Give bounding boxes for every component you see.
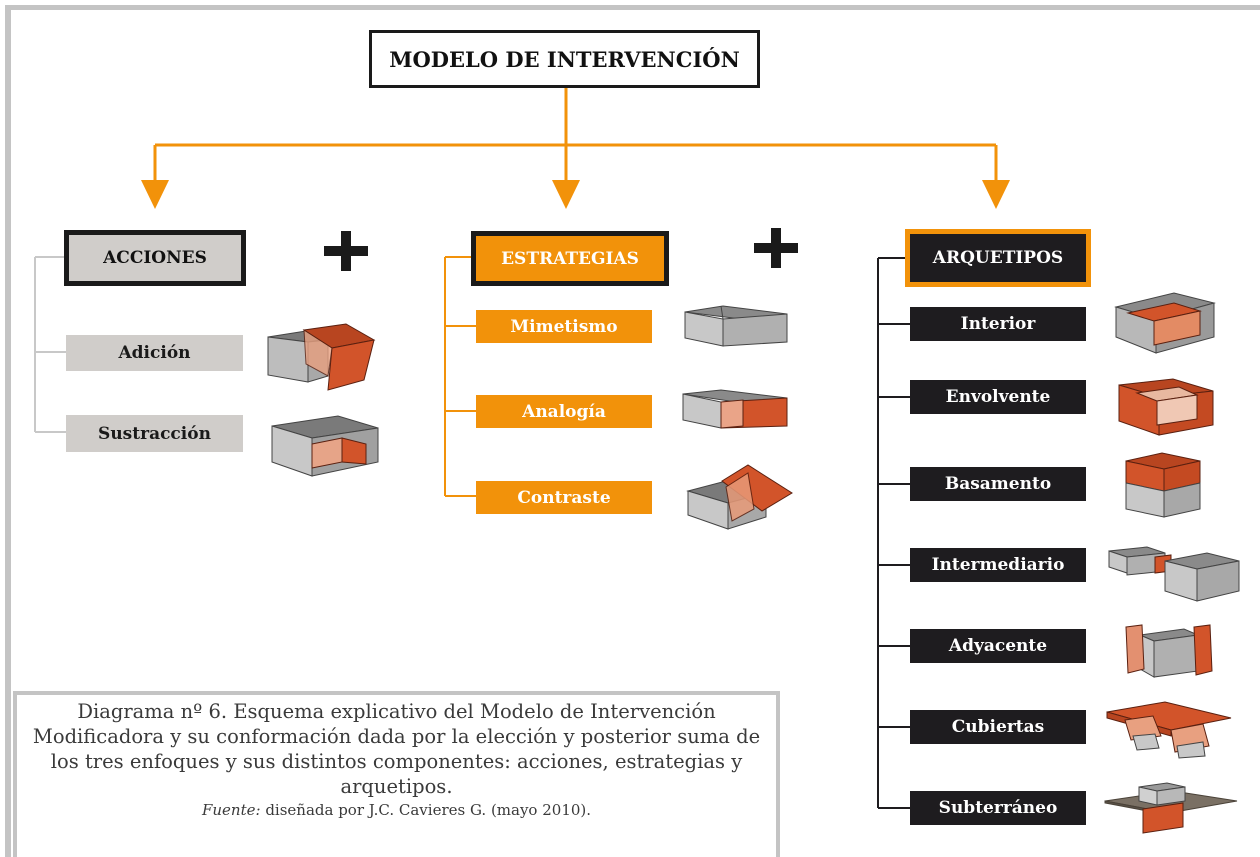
adyacente-model-illustration bbox=[1125, 624, 1213, 678]
plus-icon bbox=[324, 231, 368, 271]
item-adicion: Adición bbox=[66, 335, 243, 371]
plus-icon bbox=[754, 228, 798, 268]
interior-model-illustration bbox=[1114, 292, 1216, 354]
item-adyacente: Adyacente bbox=[910, 629, 1086, 663]
item-cubiertas: Cubiertas bbox=[910, 710, 1086, 744]
arrow-down-icon bbox=[141, 180, 169, 209]
item-intermediario: Intermediario bbox=[910, 548, 1086, 582]
caption-source-text: diseñada por J.C. Cavieres G. (mayo 2010… bbox=[260, 801, 592, 819]
sustraccion-model-illustration bbox=[271, 415, 379, 477]
diagram-caption: Diagrama nº 6. Esquema explicativo del M… bbox=[13, 691, 780, 857]
cubiertas-model-illustration bbox=[1106, 701, 1232, 759]
heading-estrategias: ESTRATEGIAS bbox=[471, 231, 669, 286]
item-subterraneo: Subterráneo bbox=[910, 791, 1086, 825]
subterraneo-model-illustration bbox=[1104, 782, 1238, 834]
model-title: MODELO DE INTERVENCIÓN bbox=[369, 30, 760, 88]
heading-acciones: ACCIONES bbox=[64, 230, 246, 286]
adicion-model-illustration bbox=[267, 323, 376, 391]
arrow-down-icon bbox=[552, 180, 580, 209]
caption-source: Fuente: diseñada por J.C. Cavieres G. (m… bbox=[17, 799, 776, 821]
analogia-model-illustration bbox=[682, 389, 788, 429]
envolvente-model-illustration bbox=[1118, 378, 1214, 436]
item-mimetismo: Mimetismo bbox=[476, 310, 652, 343]
diagram-frame bbox=[5, 5, 1260, 857]
contraste-model-illustration bbox=[686, 464, 793, 530]
basamento-model-illustration bbox=[1125, 452, 1201, 518]
item-interior: Interior bbox=[910, 307, 1086, 341]
item-contraste: Contraste bbox=[476, 481, 652, 514]
item-sustraccion: Sustracción bbox=[66, 415, 243, 452]
intermediario-model-illustration bbox=[1108, 546, 1240, 602]
item-envolvente: Envolvente bbox=[910, 380, 1086, 414]
item-analogia: Analogía bbox=[476, 395, 652, 428]
heading-arquetipos: ARQUETIPOS bbox=[905, 229, 1091, 287]
item-basamento: Basamento bbox=[910, 467, 1086, 501]
mimetismo-model-illustration bbox=[684, 305, 788, 347]
caption-text: Diagrama nº 6. Esquema explicativo del M… bbox=[32, 700, 761, 798]
caption-source-label: Fuente: bbox=[201, 801, 261, 819]
arrow-down-icon bbox=[982, 180, 1010, 209]
